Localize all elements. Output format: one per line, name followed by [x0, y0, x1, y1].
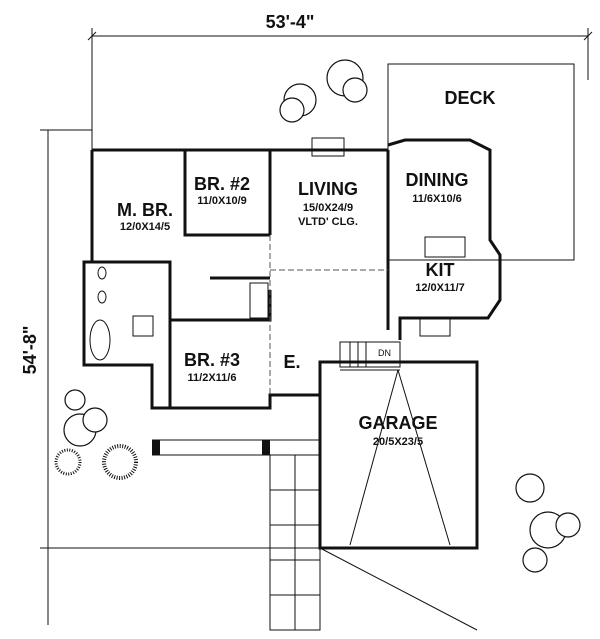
dining-label: DINING: [406, 170, 469, 190]
living-note: VLTD' CLG.: [298, 216, 358, 228]
kitchen-label: KIT: [426, 260, 455, 280]
depth-dimension: 54'-8": [20, 129, 320, 625]
kitchen-size: 12/0X11/7: [415, 282, 465, 294]
fireplace: [311, 137, 345, 157]
deck-label: DECK: [444, 88, 495, 108]
dining-size: 11/6X10/6: [412, 193, 462, 205]
bath-fixtures: [89, 236, 466, 361]
garage-size: 20/5X23/5: [373, 436, 423, 448]
bedroom-3-size: 11/2X11/6: [188, 372, 237, 384]
master-bedroom-label: M. BR.: [117, 200, 173, 220]
stairs: DN: [339, 341, 401, 368]
shrub-icon: [54, 444, 138, 480]
garage-label: GARAGE: [358, 413, 437, 433]
living-size: 15/0X24/9: [303, 202, 353, 214]
bedroom-2-label: BR. #2: [194, 174, 250, 194]
master-bedroom-size: 12/0X14/5: [120, 221, 170, 233]
width-label: 53'-4": [266, 12, 315, 32]
bedroom-2-size: 11/0X10/9: [197, 195, 247, 207]
depth-label: 54'-8": [20, 326, 40, 375]
stairs-down-label: DN: [378, 348, 391, 358]
walkway: [269, 454, 478, 631]
bedroom-3-label: BR. #3: [184, 350, 240, 370]
width-dimension: 53'-4": [87, 12, 593, 150]
living-label: LIVING: [298, 179, 358, 199]
garage-walls: [318, 360, 479, 550]
entry-label: E.: [283, 352, 300, 372]
tree-icon: [63, 59, 581, 573]
porch: [152, 439, 320, 456]
